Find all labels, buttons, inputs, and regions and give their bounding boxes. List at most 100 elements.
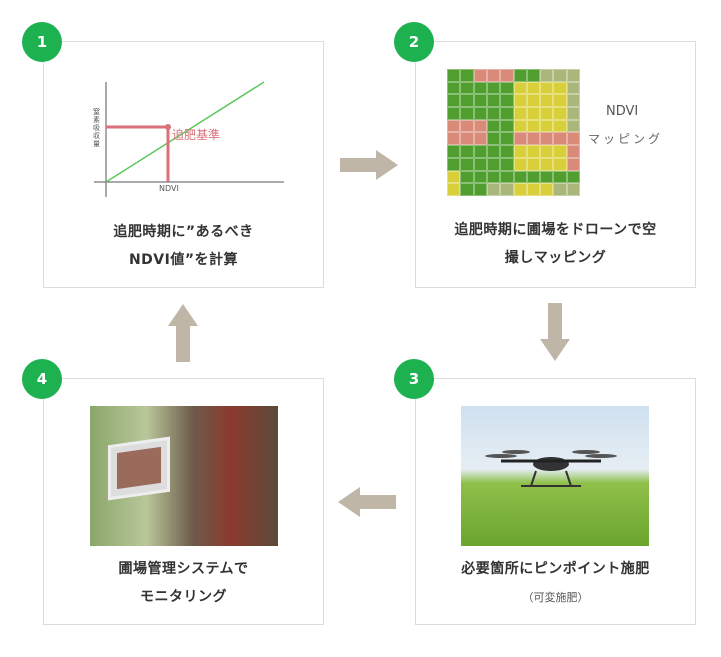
ndvi-cell xyxy=(500,170,514,184)
ndvi-cell xyxy=(460,145,474,158)
ndvi-cell xyxy=(447,81,461,95)
ndvi-cell xyxy=(566,94,580,108)
ndvi-cell xyxy=(500,132,514,146)
ndvi-cell xyxy=(500,94,514,108)
threshold-point xyxy=(165,124,171,130)
ndvi-cell xyxy=(473,157,487,171)
ndvi-cell xyxy=(460,132,474,146)
ndvi-cell xyxy=(460,94,474,108)
ndvi-cell xyxy=(447,69,461,82)
ndvi-cell xyxy=(513,157,527,171)
ndvi-cell xyxy=(473,183,487,196)
ndvi-cell xyxy=(566,81,580,95)
threshold-label: 追肥基準 xyxy=(172,128,221,142)
ndvi-cell xyxy=(486,69,501,82)
step-number-2: 2 xyxy=(394,22,434,62)
ndvi-cell xyxy=(513,183,527,196)
ndvi-cell xyxy=(566,170,580,184)
ndvi-cell xyxy=(540,183,554,196)
x-axis-label: NDVI xyxy=(159,184,179,193)
ndvi-cell xyxy=(540,107,554,120)
ndvi-cell xyxy=(473,81,487,95)
arrow-down-icon xyxy=(540,303,570,361)
ndvi-cell xyxy=(500,145,514,158)
ndvi-threshold-chart xyxy=(94,81,284,197)
ndvi-cell xyxy=(460,157,474,171)
ndvi-cell xyxy=(513,132,527,146)
map-label-1: NDVI xyxy=(606,104,639,119)
y-axis-label: 窒素吸収量 xyxy=(93,108,100,148)
arrow-left-icon xyxy=(338,487,396,517)
ndvi-cell xyxy=(460,69,474,82)
ndvi-cell xyxy=(486,157,501,171)
ndvi-cell xyxy=(447,170,461,184)
ndvi-cell xyxy=(540,69,554,82)
step-3-sub-caption: （可変施肥） xyxy=(522,591,589,604)
step-4-caption-1: 圃場管理システムで xyxy=(118,561,249,577)
ndvi-cell xyxy=(566,132,580,146)
ndvi-cell xyxy=(447,157,461,171)
ndvi-cell xyxy=(513,145,527,158)
step-number-4: 4 xyxy=(22,359,62,399)
step-2-card: NDVI マッピング 追肥時期に圃場をドローンで空 撮しマッピング xyxy=(415,41,696,288)
ndvi-cell xyxy=(486,145,501,158)
ndvi-map-image xyxy=(447,69,580,196)
ndvi-cell xyxy=(566,183,580,196)
ndvi-cell xyxy=(460,81,474,95)
ndvi-cell xyxy=(447,94,461,108)
step-1-caption-1: 追肥時期に”あるべき xyxy=(113,224,254,240)
ndvi-cell xyxy=(500,119,514,133)
step-1-caption-2: NDVI値”を計算 xyxy=(128,252,239,268)
ndvi-cell xyxy=(566,107,580,120)
ndvi-cell xyxy=(526,94,541,108)
ndvi-cell xyxy=(540,81,554,95)
ndvi-cell xyxy=(447,119,461,133)
ndvi-cell xyxy=(566,69,580,82)
ndvi-cell xyxy=(473,119,487,133)
ndvi-cell xyxy=(460,183,474,196)
step-3-caption: 必要箇所にピンポイント施肥 xyxy=(461,561,650,577)
ndvi-cell xyxy=(540,157,554,171)
ndvi-cell xyxy=(500,81,514,95)
ndvi-cell xyxy=(566,145,580,158)
ndvi-cell xyxy=(540,119,554,133)
ndvi-cell xyxy=(526,157,541,171)
ndvi-cell xyxy=(473,145,487,158)
ndvi-cell xyxy=(447,107,461,120)
ndvi-cell xyxy=(513,107,527,120)
ndvi-cell xyxy=(460,119,474,133)
ndvi-cell xyxy=(540,170,554,184)
step-number-3: 3 xyxy=(394,359,434,399)
ndvi-cell xyxy=(500,69,514,82)
step-4-card: 圃場管理システムで モニタリング xyxy=(43,378,324,625)
ndvi-cell xyxy=(513,119,527,133)
ndvi-cell xyxy=(553,157,567,171)
ndvi-cell xyxy=(540,94,554,108)
ndvi-cell xyxy=(447,145,461,158)
map-label-2: マッピング xyxy=(588,132,664,146)
ndvi-cell xyxy=(526,107,541,120)
ndvi-cell xyxy=(460,170,474,184)
ndvi-cell xyxy=(553,69,567,82)
ndvi-cell xyxy=(500,183,514,196)
trend-line xyxy=(105,81,265,183)
ndvi-cell xyxy=(553,170,567,184)
ndvi-cell xyxy=(486,132,501,146)
ndvi-cell xyxy=(526,132,541,146)
ndvi-cell xyxy=(473,107,487,120)
ndvi-cell xyxy=(553,107,567,120)
drone-icon xyxy=(485,450,617,487)
ndvi-cell xyxy=(553,132,567,146)
ndvi-cell xyxy=(553,119,567,133)
ndvi-cell xyxy=(566,157,580,171)
step-2-caption-1: 追肥時期に圃場をドローンで空 xyxy=(454,222,657,238)
ndvi-cell xyxy=(486,107,501,120)
step-4-caption-2: モニタリング xyxy=(140,589,227,605)
ndvi-cell xyxy=(473,94,487,108)
ndvi-cell xyxy=(526,145,541,158)
ndvi-cell xyxy=(460,107,474,120)
arrow-up-icon xyxy=(168,304,198,362)
ndvi-cell xyxy=(540,132,554,146)
ndvi-cell xyxy=(513,81,527,95)
tablet-icon xyxy=(108,436,170,501)
